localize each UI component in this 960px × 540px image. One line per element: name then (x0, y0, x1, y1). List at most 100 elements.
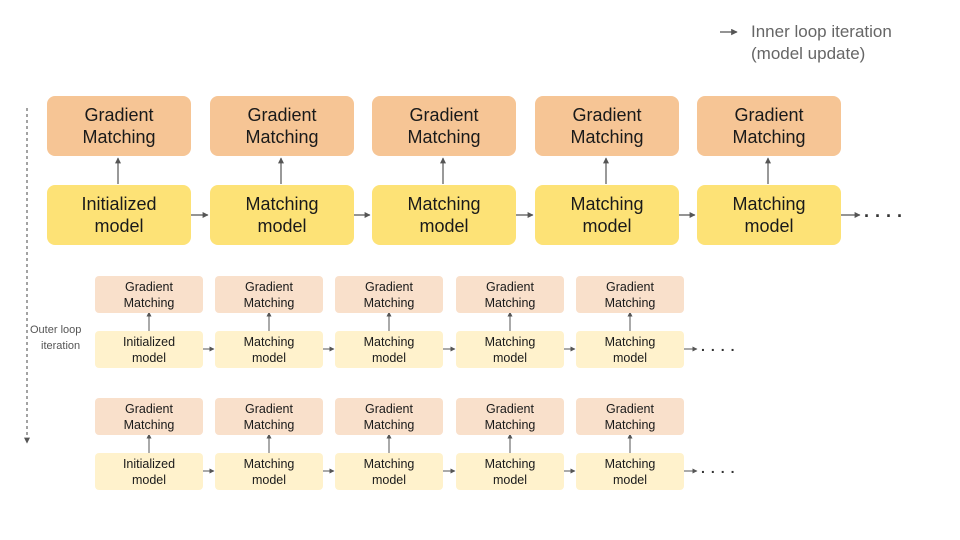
block-line-1: Gradient (365, 401, 413, 416)
block-line-2: model (612, 350, 648, 365)
continuation-dots: .... (701, 338, 741, 354)
block-line-2: Matching (570, 127, 644, 147)
block-line-2: Matching (407, 127, 481, 147)
block-line-1: Matching (570, 194, 644, 214)
block-line-1: Gradient (125, 279, 173, 294)
block-line-2: model (582, 216, 632, 236)
small-row1-up-arrows (146, 311, 633, 331)
block-line-2: model (744, 216, 794, 236)
block-line-1: Gradient (486, 401, 534, 416)
block-line-1: Gradient (245, 279, 293, 294)
block-line-1: Matching (732, 194, 806, 214)
block-line-1: Gradient (84, 105, 154, 125)
block-line-2: Matching (363, 295, 415, 310)
block-line-1: Gradient (125, 401, 173, 416)
block-line-1: Gradient (365, 279, 413, 294)
block-line-2: model (419, 216, 469, 236)
block-line-1: Matching (243, 456, 295, 471)
block-line-1: Matching (363, 334, 415, 349)
block-line-2: Matching (243, 295, 295, 310)
block-line-2: Matching (82, 127, 156, 147)
block-line-2: model (251, 472, 287, 487)
block-line-1: Matching (484, 334, 536, 349)
outer-loop-label: Outer loop iteration (30, 322, 90, 354)
block-line-2: model (492, 472, 528, 487)
block-line-1: Initialized (122, 334, 176, 349)
block-line-1: Matching (363, 456, 415, 471)
small-row2-up-arrows (146, 433, 633, 453)
block-line-1: Initialized (122, 456, 176, 471)
continuation-dots: .... (864, 201, 909, 221)
block-line-1: Gradient (572, 105, 642, 125)
big-row-up-arrows (115, 157, 771, 184)
block-line-1: Matching (604, 456, 656, 471)
block-line-1: Initialized (81, 194, 157, 214)
continuation-dots: .... (701, 460, 741, 476)
outer-label-line-2: iteration (41, 340, 81, 352)
block-line-1: Matching (484, 456, 536, 471)
legend-label: Inner loop iteration (model update) (751, 21, 951, 65)
block-line-2: Matching (732, 127, 806, 147)
legend-line-1: Inner loop iteration (751, 22, 892, 41)
block-line-2: model (131, 350, 167, 365)
block-line-1: Matching (243, 334, 295, 349)
block-line-1: Gradient (247, 105, 317, 125)
block-line-2: model (612, 472, 648, 487)
block-line-2: Matching (484, 295, 536, 310)
outer-label-line-1: Outer loop (30, 324, 82, 336)
block-line-2: Matching (243, 417, 295, 432)
block-line-2: model (257, 216, 307, 236)
block-line-2: Matching (123, 295, 175, 310)
block-line-2: Matching (245, 127, 319, 147)
block-line-2: Matching (123, 417, 175, 432)
block-line-2: Matching (484, 417, 536, 432)
block-line-1: Gradient (245, 401, 293, 416)
block-line-1: Gradient (606, 401, 654, 416)
block-line-1: Matching (245, 194, 319, 214)
block-line-1: Gradient (409, 105, 479, 125)
block-line-2: model (371, 350, 407, 365)
block-line-2: model (94, 216, 144, 236)
block-line-2: Matching (604, 417, 656, 432)
block-line-1: Gradient (734, 105, 804, 125)
block-line-2: Matching (604, 295, 656, 310)
block-line-2: model (251, 350, 287, 365)
block-line-1: Matching (407, 194, 481, 214)
block-line-1: Gradient (486, 279, 534, 294)
legend-line-2: (model update) (751, 44, 866, 63)
block-line-1: Matching (604, 334, 656, 349)
block-line-2: model (371, 472, 407, 487)
block-line-2: Matching (363, 417, 415, 432)
